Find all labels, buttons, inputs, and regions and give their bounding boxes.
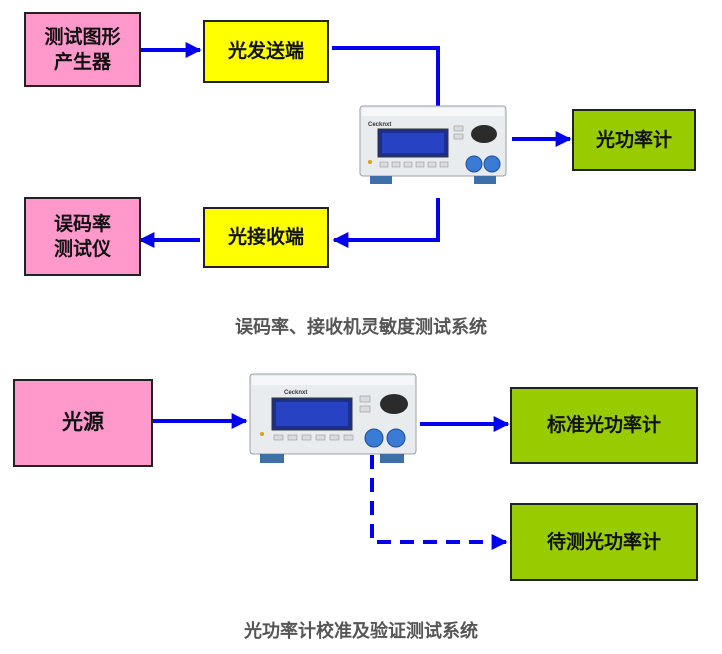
device-brand-label-2: Cecknxt xyxy=(284,390,307,396)
test-power-meter-box: 待测光功率计 xyxy=(510,503,698,581)
caption-diagram-2: 光功率计校准及验证测试系统 xyxy=(244,621,478,642)
optical-receiver-box: 光接收端 xyxy=(203,207,329,268)
standard-power-meter-box: 标准光功率计 xyxy=(510,387,698,464)
light-source-box: 光源 xyxy=(13,379,153,467)
wire-transmitter-to-device xyxy=(332,46,440,110)
optical-instrument-device: Cecknxt xyxy=(359,105,507,184)
optical-transmitter-box: 光发送端 xyxy=(203,20,329,83)
device-brand-label: Cecknxt xyxy=(368,122,391,128)
power-meter-box: 光功率计 xyxy=(572,109,696,171)
ber-tester-box: 误码率 测试仪 xyxy=(24,197,141,276)
caption-diagram-1: 误码率、接收机灵敏度测试系统 xyxy=(235,317,487,338)
pattern-generator-box: 测试图形 产生器 xyxy=(24,12,141,87)
optical-instrument-device-2: Cecknxt xyxy=(249,373,417,463)
arrow-device-to-receiver xyxy=(332,198,440,248)
dashed-arrow-device-to-test-meter xyxy=(370,455,508,550)
